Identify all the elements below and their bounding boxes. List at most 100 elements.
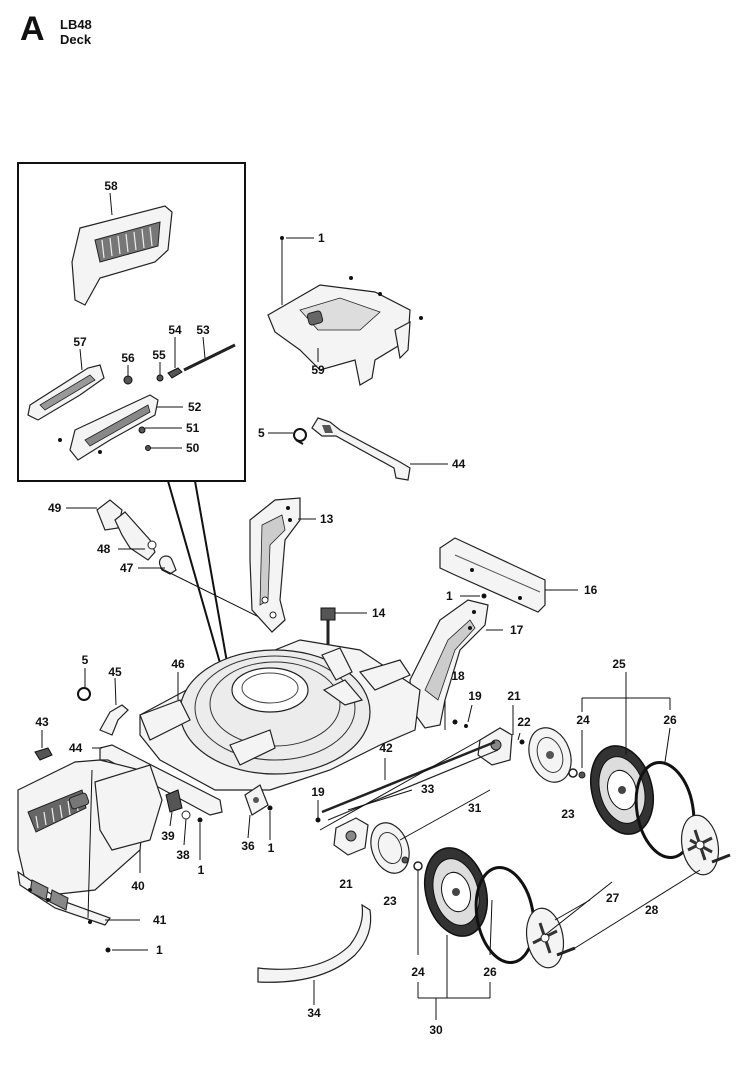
cap-part xyxy=(34,747,53,761)
hub-cap-part xyxy=(680,814,720,876)
callout-18: 18 xyxy=(451,669,465,683)
callout-1-left: 1 xyxy=(198,863,205,877)
callout-56: 56 xyxy=(121,351,135,365)
inset-pointer-line xyxy=(194,480,229,669)
callout-27: 27 xyxy=(606,891,620,905)
callout-44-top: 44 xyxy=(452,457,466,471)
rear-axle-rod-part xyxy=(321,740,496,814)
pivot-nut-part xyxy=(320,607,336,650)
callout-45: 45 xyxy=(108,665,122,679)
tire-ring-part xyxy=(634,760,696,860)
callout-26-bottom: 26 xyxy=(483,965,497,979)
callout-23-right: 23 xyxy=(561,807,575,821)
callout-30: 30 xyxy=(429,1023,443,1037)
callout-25: 25 xyxy=(612,657,626,671)
callout-21-top: 21 xyxy=(507,689,521,703)
callout-44-left: 44 xyxy=(69,741,83,755)
tire-ring-part xyxy=(474,865,536,965)
callout-52: 52 xyxy=(188,400,202,414)
callout-34: 34 xyxy=(307,1006,321,1020)
hub-cap-part xyxy=(525,907,565,969)
height-adjuster-part xyxy=(333,817,369,856)
callout-31: 31 xyxy=(468,801,482,815)
callout-54: 54 xyxy=(168,323,182,337)
callout-39: 39 xyxy=(161,829,175,843)
washer-part xyxy=(156,374,164,382)
callout-5-top: 5 xyxy=(258,426,265,440)
callout-49: 49 xyxy=(48,501,62,515)
rear-flap-part xyxy=(439,537,546,613)
inset-frame xyxy=(17,162,246,482)
bolt-part xyxy=(556,946,576,957)
front-wheel-part xyxy=(424,847,488,937)
callout-5-left: 5 xyxy=(82,653,89,667)
side-trim-part xyxy=(27,364,105,421)
side-plate-part xyxy=(94,764,163,851)
skirt-strip-part xyxy=(257,903,372,983)
inset-pointer-line xyxy=(167,480,223,671)
rear-grille-cover-part xyxy=(71,205,173,306)
diagram-title: Deck xyxy=(60,32,92,47)
callout-47: 47 xyxy=(120,561,134,575)
callout-21-bottom: 21 xyxy=(339,877,353,891)
callout-16: 16 xyxy=(584,583,598,597)
handle-clamp-part xyxy=(114,511,157,561)
callout-57: 57 xyxy=(73,335,87,349)
nut-part xyxy=(123,375,133,385)
callout-58: 58 xyxy=(104,179,118,193)
callout-1-top: 1 xyxy=(318,231,325,245)
callout-38: 38 xyxy=(176,848,190,862)
washer-part xyxy=(181,810,191,820)
callout-1-bracket: 1 xyxy=(446,589,453,603)
callout-22: 22 xyxy=(517,715,531,729)
model-code: LB48 xyxy=(60,17,92,32)
clip-part xyxy=(99,704,129,736)
callout-50: 50 xyxy=(186,441,200,455)
callout-46: 46 xyxy=(171,657,185,671)
callout-59: 59 xyxy=(311,363,325,377)
screw-part xyxy=(98,450,102,454)
callout-1-mid: 1 xyxy=(268,841,275,855)
callout-24-right: 24 xyxy=(576,713,590,727)
callout-42: 42 xyxy=(379,741,393,755)
washer-part xyxy=(578,771,586,779)
callout-19-top: 19 xyxy=(468,689,482,703)
pivot-part xyxy=(165,789,183,813)
leader xyxy=(319,739,481,831)
callout-51: 51 xyxy=(186,421,200,435)
callout-48: 48 xyxy=(97,542,111,556)
callout-23-bottom: 23 xyxy=(383,894,397,908)
screw-part xyxy=(145,445,151,451)
callout-36: 36 xyxy=(241,839,255,853)
left-handle-bracket-part xyxy=(249,497,301,633)
rear-wheel-part xyxy=(590,745,654,835)
callout-43: 43 xyxy=(35,715,49,729)
callout-26-right: 26 xyxy=(663,713,677,727)
callout-24-bottom: 24 xyxy=(411,965,425,979)
screw-part xyxy=(58,438,62,442)
bail-bar-part xyxy=(311,417,411,481)
callout-13: 13 xyxy=(320,512,334,526)
screw-part xyxy=(138,426,146,434)
spring-part xyxy=(292,428,308,445)
callout-41: 41 xyxy=(153,913,167,927)
callout-17: 17 xyxy=(510,623,524,637)
spring-part xyxy=(76,687,92,701)
right-handle-bracket-part xyxy=(409,599,489,729)
callout-53: 53 xyxy=(196,323,210,337)
callout-33: 33 xyxy=(421,782,435,796)
callout-40: 40 xyxy=(131,879,145,893)
callout-19-left: 19 xyxy=(311,785,325,799)
spring-part xyxy=(167,367,183,379)
wheel-hub-cover-part xyxy=(528,727,572,783)
callout-55: 55 xyxy=(152,348,166,362)
callout-14: 14 xyxy=(372,606,386,620)
latch-part xyxy=(69,394,159,461)
wheel-hub-cover-part xyxy=(370,822,410,874)
rod-part xyxy=(183,343,236,372)
mower-deck-part xyxy=(139,639,421,791)
callout-28: 28 xyxy=(645,903,659,917)
callout-1-bottom: 1 xyxy=(156,943,163,957)
washer-part xyxy=(568,768,578,778)
